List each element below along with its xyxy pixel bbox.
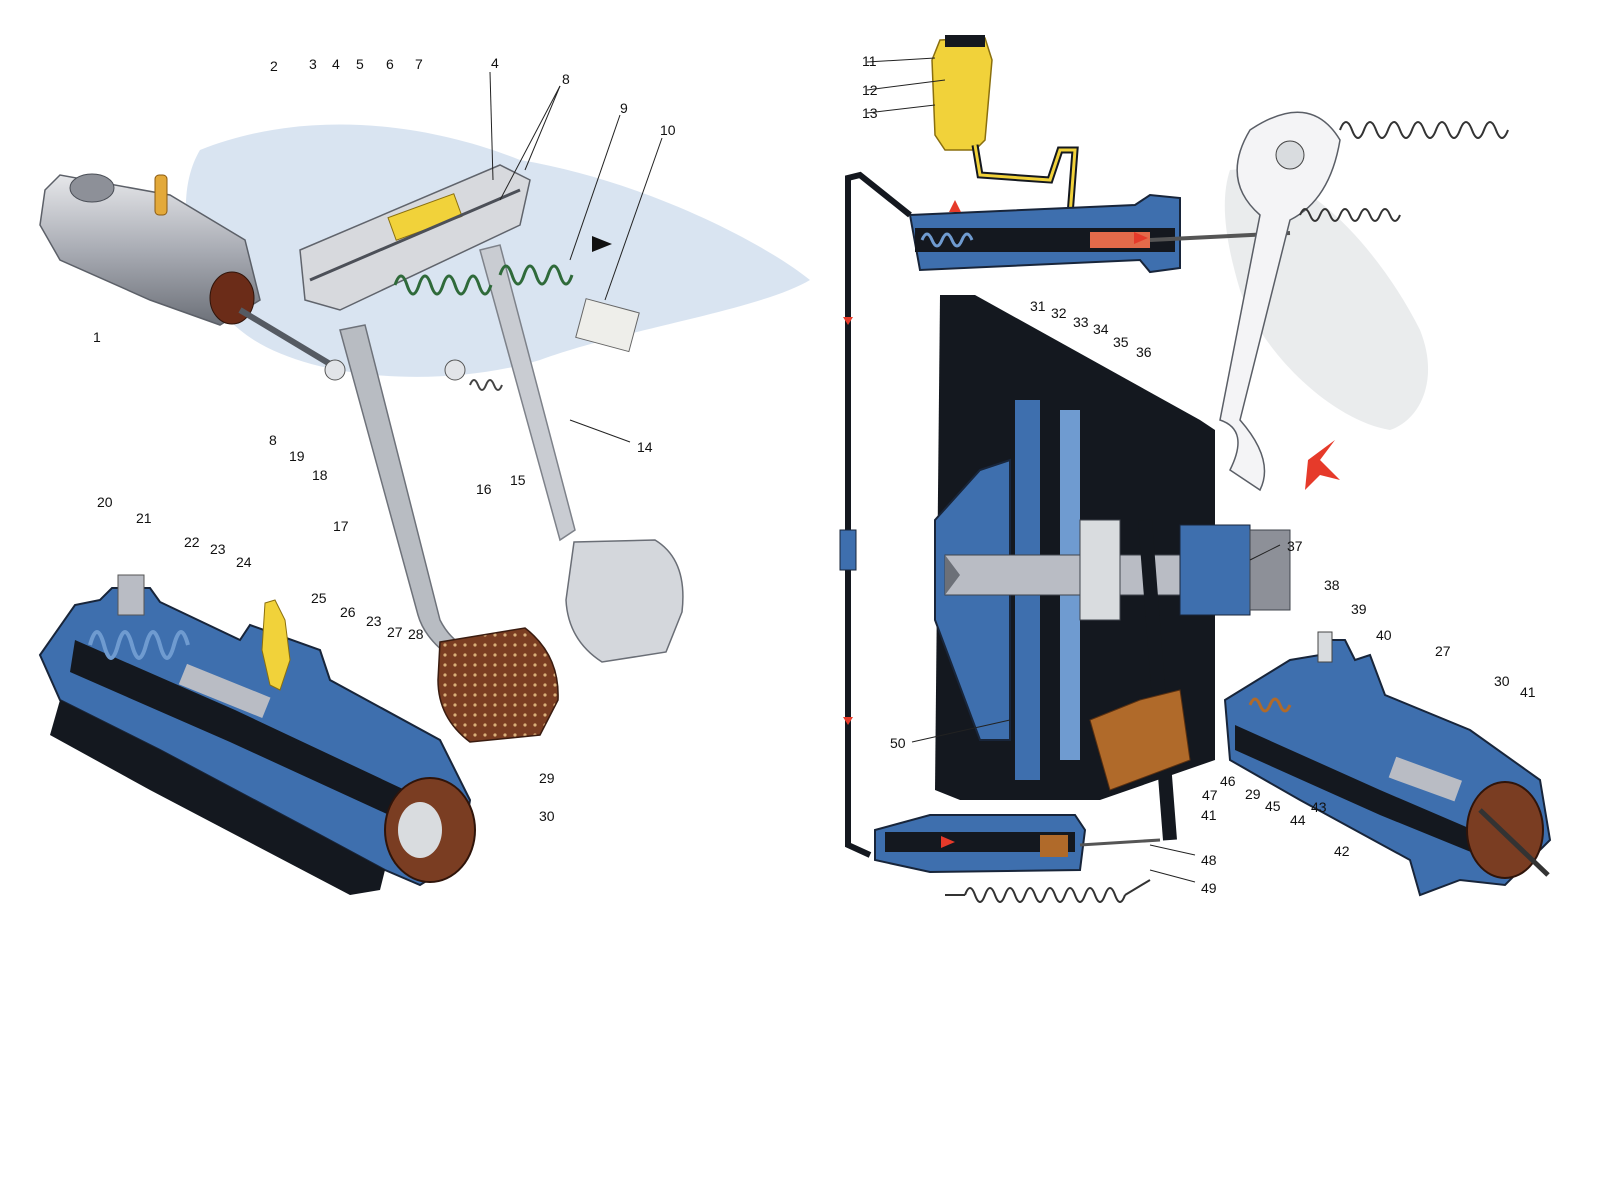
callout-label: 34 xyxy=(1093,321,1109,337)
coil-spring-icon xyxy=(1339,121,1509,139)
clutch-housing-section xyxy=(874,295,1291,903)
coil-spring-icon xyxy=(964,887,1126,903)
callout-label: 45 xyxy=(1265,798,1281,814)
callout-label: 30 xyxy=(1494,673,1510,689)
flow-arrow-icon xyxy=(941,836,955,848)
callout-label: 2 xyxy=(270,58,278,74)
callout-label: 13 xyxy=(862,105,878,121)
brake-pedal-pad-icon xyxy=(565,539,684,663)
callout-label: 14 xyxy=(637,439,653,455)
callout-label: 33 xyxy=(1073,314,1089,330)
callout-label: 9 xyxy=(620,100,628,116)
callout-label: 38 xyxy=(1324,577,1340,593)
callout-label: 1 xyxy=(93,329,101,345)
callout-label: 18 xyxy=(312,467,328,483)
callout-label: 43 xyxy=(1311,799,1327,815)
coil-spring-icon xyxy=(88,630,190,660)
callout-label: 49 xyxy=(1201,880,1217,896)
leader-lines xyxy=(489,57,1281,883)
callout-label: 42 xyxy=(1334,843,1350,859)
callout-label: 37 xyxy=(1287,538,1303,554)
callout-label: 32 xyxy=(1051,305,1067,321)
callout-label: 47 xyxy=(1202,787,1218,803)
callout-label: 8 xyxy=(269,432,277,448)
callout-label: 12 xyxy=(862,82,878,98)
callout-label: 50 xyxy=(890,735,906,751)
callout-label: 25 xyxy=(311,590,327,606)
callout-label: 27 xyxy=(387,624,403,640)
flow-arrow-icon xyxy=(843,717,853,725)
callout-label: 19 xyxy=(289,448,305,464)
flow-arrow-icon xyxy=(1134,232,1148,244)
callout-label: 40 xyxy=(1376,627,1392,643)
coil-spring-icon xyxy=(393,274,493,296)
coil-spring-icon xyxy=(469,379,503,391)
callout-label: 29 xyxy=(1245,786,1261,802)
callout-label: 39 xyxy=(1351,601,1367,617)
coil-spring-icon xyxy=(1299,208,1401,222)
callout-label: 3 xyxy=(309,56,317,72)
pedal-assembly-group xyxy=(39,164,684,743)
callout-label: 31 xyxy=(1030,298,1046,314)
callout-label: 4 xyxy=(332,56,340,72)
hydraulic-master-section xyxy=(839,35,1509,858)
callout-label: 26 xyxy=(340,604,356,620)
callout-label: 10 xyxy=(660,122,676,138)
callout-label: 6 xyxy=(386,56,394,72)
callout-label: 24 xyxy=(236,554,252,570)
callout-label: 17 xyxy=(333,518,349,534)
callout-label: 41 xyxy=(1520,684,1536,700)
hydraulic-line xyxy=(845,171,912,858)
coil-spring-icon xyxy=(1248,697,1292,713)
master-cylinder-cutaway xyxy=(38,574,476,895)
callout-label: 46 xyxy=(1220,773,1236,789)
clutch-pedal-pad-icon xyxy=(437,627,559,743)
callout-label: 5 xyxy=(356,56,364,72)
callout-label: 28 xyxy=(408,626,424,642)
callout-label: 29 xyxy=(539,770,555,786)
pedal-bracket xyxy=(299,164,531,311)
callout-label: 20 xyxy=(97,494,113,510)
callout-label: 41 xyxy=(1201,807,1217,823)
callout-label: 11 xyxy=(862,53,877,69)
callout-label: 8 xyxy=(562,71,570,87)
callout-label: 48 xyxy=(1201,852,1217,868)
callout-label: 22 xyxy=(184,534,200,550)
callout-label: 7 xyxy=(415,56,423,72)
reservoir xyxy=(931,37,993,151)
flow-arrow-icon xyxy=(949,200,961,212)
brake-pedal-arm xyxy=(479,244,576,542)
callout-label: 44 xyxy=(1290,812,1306,828)
callout-label: 15 xyxy=(510,472,526,488)
callout-label: 27 xyxy=(1435,643,1451,659)
callout-label: 4 xyxy=(491,55,499,71)
flow-arrow-icon xyxy=(843,317,853,325)
coil-spring-icon xyxy=(498,264,574,286)
force-arrow-icon xyxy=(1305,440,1340,490)
callout-label: 23 xyxy=(366,613,382,629)
callout-label: 36 xyxy=(1136,344,1152,360)
coil-spring-icon xyxy=(920,232,974,248)
callout-label: 30 xyxy=(539,808,555,824)
callout-label: 16 xyxy=(476,481,492,497)
callout-label: 35 xyxy=(1113,334,1129,350)
slave-cylinder-cutaway xyxy=(1223,631,1552,897)
callout-label: 21 xyxy=(136,510,152,526)
callout-label: 23 xyxy=(210,541,226,557)
